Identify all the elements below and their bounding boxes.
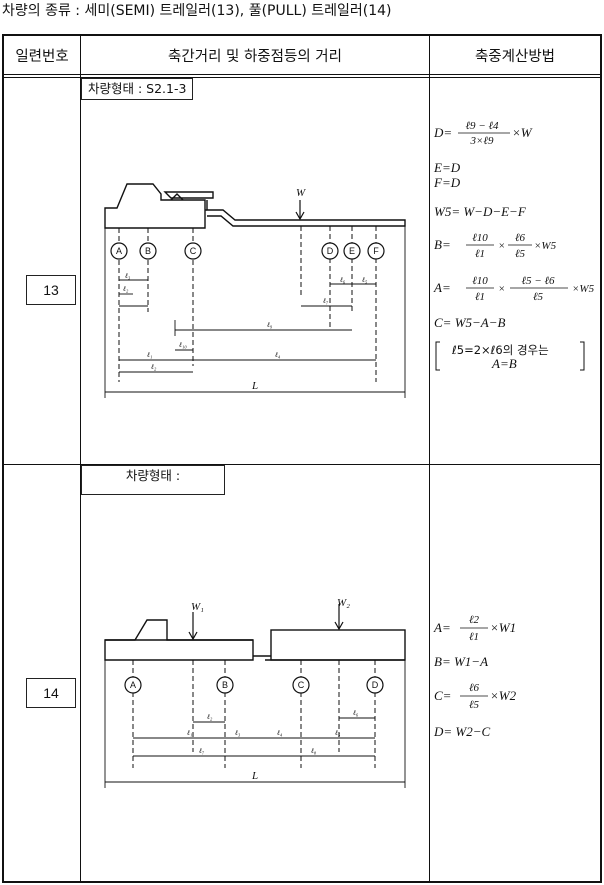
axle-label-b-14: B <box>222 680 228 690</box>
svg-text:C=: C= <box>434 688 451 703</box>
axle-label-a: A <box>116 246 122 256</box>
svg-text:ℓ5: ℓ5 <box>533 291 544 303</box>
svg-text:ℓ₁: ℓ₁ <box>146 351 152 359</box>
svg-text:ℓ₄: ℓ₄ <box>276 729 283 737</box>
header-serial: 일련번호 <box>15 49 69 65</box>
svg-text:×W5: ×W5 <box>534 240 557 252</box>
svg-text:×: × <box>498 240 505 252</box>
svg-text:ℓ10: ℓ10 <box>472 275 488 287</box>
svg-text:ℓ1: ℓ1 <box>469 631 479 643</box>
svg-text:×W5: ×W5 <box>572 283 595 295</box>
svg-text:ℓ₃: ℓ₃ <box>234 729 241 737</box>
svg-text:×W2: ×W2 <box>490 688 517 703</box>
total-length-label-13: L <box>251 380 258 392</box>
svg-text:ℓ6: ℓ6 <box>469 682 480 694</box>
svg-text:ℓ₇: ℓ₇ <box>322 297 329 305</box>
column-divider-2 <box>429 34 430 883</box>
axle-label-f: F <box>373 246 379 256</box>
svg-text:ℓ2: ℓ2 <box>469 614 480 626</box>
svg-text:ℓ₂: ℓ₂ <box>122 285 129 293</box>
svg-text:ℓ9 − ℓ4: ℓ9 − ℓ4 <box>465 120 499 132</box>
svg-text:ℓ₈: ℓ₈ <box>310 747 317 755</box>
svg-text:D= W2−C: D= W2−C <box>433 724 491 739</box>
table-border-left <box>2 34 4 883</box>
svg-text:ℓ₅: ℓ₅ <box>334 729 341 737</box>
vehicle-type-14: 차량형태 : <box>81 465 225 495</box>
svg-text:ℓ₄: ℓ₄ <box>274 351 281 359</box>
axle-label-c-14: C <box>298 680 305 690</box>
svg-text:ℓ₉: ℓ₉ <box>266 321 273 329</box>
row-number-14: 14 <box>26 678 76 708</box>
svg-text:W5= W−D−E−F: W5= W−D−E−F <box>434 204 527 219</box>
header-method: 축중계산방법 <box>474 49 556 65</box>
load-label-w: W <box>296 187 306 199</box>
svg-text:A=: A= <box>433 280 451 295</box>
svg-text:ℓ₁: ℓ₁ <box>186 729 192 737</box>
axle-label-a-14: A <box>130 680 136 690</box>
header-divider-b <box>2 77 602 78</box>
full-trailer-diagram: W₁ W₂ A B C D ℓ₂ ℓ₆ ℓ₁ ℓ₃ ℓ₄ ℓ <box>104 598 406 788</box>
svg-text:A=B: A=B <box>491 356 517 371</box>
formulas-13: D= ℓ9 − ℓ4 3×ℓ9 ×W E=D F=D W5= W−D−E−F B… <box>433 120 595 371</box>
formulas-14: A= ℓ2 ℓ1 ×W1 B= W1−A C= ℓ6 ℓ5 ×W2 D= W2−… <box>433 614 517 739</box>
svg-text:ℓ1: ℓ1 <box>475 248 485 260</box>
table-border-right <box>600 34 602 883</box>
load-label-w2: W₂ <box>337 598 350 609</box>
tractor-body <box>104 183 206 229</box>
axle-load-table: 일련번호 축간거리 및 하중점등의 거리 축중계산방법 13 14 차량형태 :… <box>2 34 602 883</box>
svg-text:ℓ6: ℓ6 <box>515 232 526 244</box>
svg-text:×W1: ×W1 <box>490 620 516 635</box>
svg-text:ℓ₆: ℓ₆ <box>352 709 359 717</box>
svg-text:E=D: E=D <box>433 160 461 175</box>
svg-text:×: × <box>498 283 505 295</box>
svg-text:ℓ1: ℓ1 <box>475 291 485 303</box>
row-number-13: 13 <box>26 275 76 305</box>
document-caption: 차량의 종류 : 세미(SEMI) 트레일러(13), 풀(PULL) 트레일러… <box>2 3 392 19</box>
axle-label-d: D <box>327 246 334 256</box>
svg-text:B=: B= <box>434 237 451 252</box>
svg-text:ℓ5: ℓ5 <box>515 248 526 260</box>
axle-label-d-14: D <box>372 680 379 690</box>
svg-text:3×ℓ9: 3×ℓ9 <box>469 135 494 147</box>
axle-label-b: B <box>145 246 151 256</box>
total-length-label-14: L <box>251 770 258 782</box>
svg-text:ℓ5: ℓ5 <box>469 699 480 711</box>
svg-text:ℓ₂: ℓ₂ <box>150 363 157 371</box>
table-border-bottom <box>2 881 602 883</box>
svg-text:C= W5−A−B: C= W5−A−B <box>434 315 506 330</box>
axle-label-e: E <box>349 246 355 256</box>
svg-text:ℓ₂: ℓ₂ <box>206 713 213 721</box>
svg-text:B= W1−A: B= W1−A <box>434 654 488 669</box>
svg-text:A=: A= <box>433 620 451 635</box>
svg-text:ℓ10: ℓ10 <box>472 232 488 244</box>
svg-text:ℓ₆: ℓ₆ <box>339 276 346 284</box>
svg-text:F=D: F=D <box>433 175 461 190</box>
svg-text:ℓ5=2×ℓ6의 경우는: ℓ5=2×ℓ6의 경우는 <box>451 343 549 357</box>
svg-text:×W: ×W <box>512 125 533 140</box>
vehicle-type-13: 차량형태 : S2.1-3 <box>81 78 194 100</box>
trailer-body <box>270 629 406 661</box>
header-divider-a <box>2 74 602 75</box>
column-divider-1 <box>80 34 81 883</box>
semi-trailer-diagram: W A B C D E F <box>104 183 406 398</box>
row-divider <box>2 464 602 465</box>
svg-text:ℓ₅: ℓ₅ <box>361 276 368 284</box>
load-label-w1: W₁ <box>191 601 204 613</box>
svg-text:ℓ₁₀: ℓ₁₀ <box>178 341 187 349</box>
svg-text:D=: D= <box>433 125 452 140</box>
table-border-top <box>2 34 602 36</box>
svg-text:ℓ5 − ℓ6: ℓ5 − ℓ6 <box>521 275 555 287</box>
svg-text:ℓ₇: ℓ₇ <box>198 747 205 755</box>
svg-text:ℓ₃: ℓ₃ <box>124 272 131 280</box>
axle-label-c: C <box>190 246 197 256</box>
header-distance: 축간거리 및 하중점등의 거리 <box>168 49 342 65</box>
